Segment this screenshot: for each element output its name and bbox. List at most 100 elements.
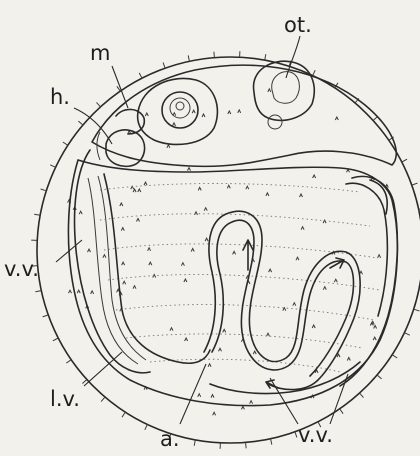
surface-tick bbox=[149, 262, 152, 265]
surface-tick bbox=[88, 249, 91, 252]
membrane-spine bbox=[63, 142, 68, 145]
surface-tick bbox=[191, 249, 194, 252]
membrane-spine bbox=[163, 63, 165, 69]
surface-tick bbox=[300, 194, 303, 197]
surface-tick bbox=[241, 406, 244, 409]
surface-tick bbox=[347, 358, 350, 361]
surface-tick bbox=[313, 175, 316, 178]
surface-tick bbox=[213, 412, 216, 415]
surface-tick bbox=[208, 364, 211, 367]
surface-tick bbox=[138, 189, 141, 192]
surface-tick bbox=[77, 290, 80, 293]
surface-tick bbox=[253, 351, 256, 354]
membrane-spine bbox=[377, 375, 382, 379]
membrane-spine bbox=[145, 424, 148, 429]
leader-vv-bottom-2 bbox=[330, 374, 348, 424]
surface-tick bbox=[121, 228, 124, 231]
membrane-spine bbox=[188, 55, 189, 61]
label-vv-left: v.v. bbox=[4, 257, 39, 281]
surface-tick bbox=[122, 262, 125, 265]
membrane-spine bbox=[34, 214, 40, 215]
membrane-spine bbox=[313, 70, 316, 75]
surface-tick bbox=[267, 333, 270, 336]
membrane-spine bbox=[295, 432, 297, 438]
surface-tick bbox=[374, 326, 377, 329]
surface-tick bbox=[198, 187, 201, 190]
surface-tick bbox=[133, 286, 136, 289]
surface-tick bbox=[266, 193, 269, 196]
surface-tick bbox=[185, 338, 188, 341]
membrane-spine bbox=[139, 73, 142, 78]
membrane-spine bbox=[214, 52, 215, 58]
surface-tick bbox=[188, 168, 191, 171]
surface-tick bbox=[204, 208, 207, 211]
surface-tick bbox=[205, 238, 208, 241]
surface-tick bbox=[103, 255, 106, 258]
membrane-spine bbox=[412, 183, 418, 185]
surface-tick bbox=[181, 263, 184, 266]
membrane-spine bbox=[43, 315, 49, 317]
surface-tick bbox=[293, 303, 296, 306]
egg-outline bbox=[37, 57, 420, 443]
surface-tick bbox=[312, 325, 315, 328]
label-lv: l.v. bbox=[50, 387, 80, 411]
membrane-spine bbox=[66, 360, 71, 363]
membrane-spine bbox=[194, 440, 195, 446]
yolk-sac-outline bbox=[68, 160, 397, 406]
surface-tick bbox=[184, 279, 187, 282]
membrane-spine bbox=[246, 442, 247, 448]
surface-tick bbox=[233, 251, 236, 254]
surface-tick bbox=[334, 279, 337, 282]
membrane-spine bbox=[41, 189, 47, 191]
membrane-spine bbox=[53, 338, 58, 341]
surface-tick bbox=[219, 348, 222, 351]
membrane-spine bbox=[404, 333, 409, 336]
label-a: a. bbox=[160, 427, 180, 451]
label-vv-bottom: v.v. bbox=[298, 423, 333, 447]
membrane-spine bbox=[271, 439, 272, 445]
surface-tick bbox=[144, 182, 147, 185]
membrane-spine bbox=[101, 397, 105, 402]
surface-tick bbox=[167, 145, 170, 148]
surface-tick bbox=[250, 401, 253, 404]
membrane-spine bbox=[78, 121, 83, 125]
surface-tick bbox=[198, 394, 201, 397]
surface-tick bbox=[211, 395, 214, 398]
vitelline-vein-right bbox=[340, 176, 397, 386]
surface-tick bbox=[228, 111, 231, 114]
surface-tick bbox=[170, 328, 173, 331]
surface-tick bbox=[378, 255, 381, 258]
lateral-vein bbox=[104, 174, 210, 363]
surface-tick bbox=[246, 186, 249, 189]
membrane-spine bbox=[414, 309, 420, 311]
label-ot: ot. bbox=[284, 13, 312, 37]
surface-tick bbox=[192, 110, 195, 113]
surface-tick bbox=[268, 89, 271, 92]
surface-tick bbox=[202, 114, 205, 117]
vitelline-vein-left bbox=[75, 150, 150, 373]
surface-tick bbox=[223, 329, 226, 332]
surface-tick bbox=[133, 189, 136, 192]
artery-loop bbox=[204, 211, 360, 389]
surface-tick bbox=[173, 123, 176, 126]
label-m: m bbox=[90, 41, 110, 65]
surface-tick bbox=[227, 185, 230, 188]
surface-tick bbox=[238, 110, 241, 113]
label-h: h. bbox=[50, 85, 70, 109]
surface-tick bbox=[69, 290, 72, 293]
eye bbox=[138, 78, 218, 144]
surface-tick bbox=[323, 287, 326, 290]
leader-a bbox=[180, 364, 206, 424]
surface-tick bbox=[120, 203, 123, 206]
surface-tick bbox=[296, 257, 299, 260]
membrane-spine bbox=[50, 165, 55, 168]
surface-tick bbox=[335, 117, 338, 120]
surface-tick bbox=[301, 227, 304, 230]
membrane-spine bbox=[35, 291, 41, 292]
membrane-spine bbox=[122, 412, 125, 417]
membrane-spine bbox=[82, 380, 87, 384]
membrane-spine bbox=[360, 393, 364, 398]
surface-tick bbox=[79, 211, 82, 214]
